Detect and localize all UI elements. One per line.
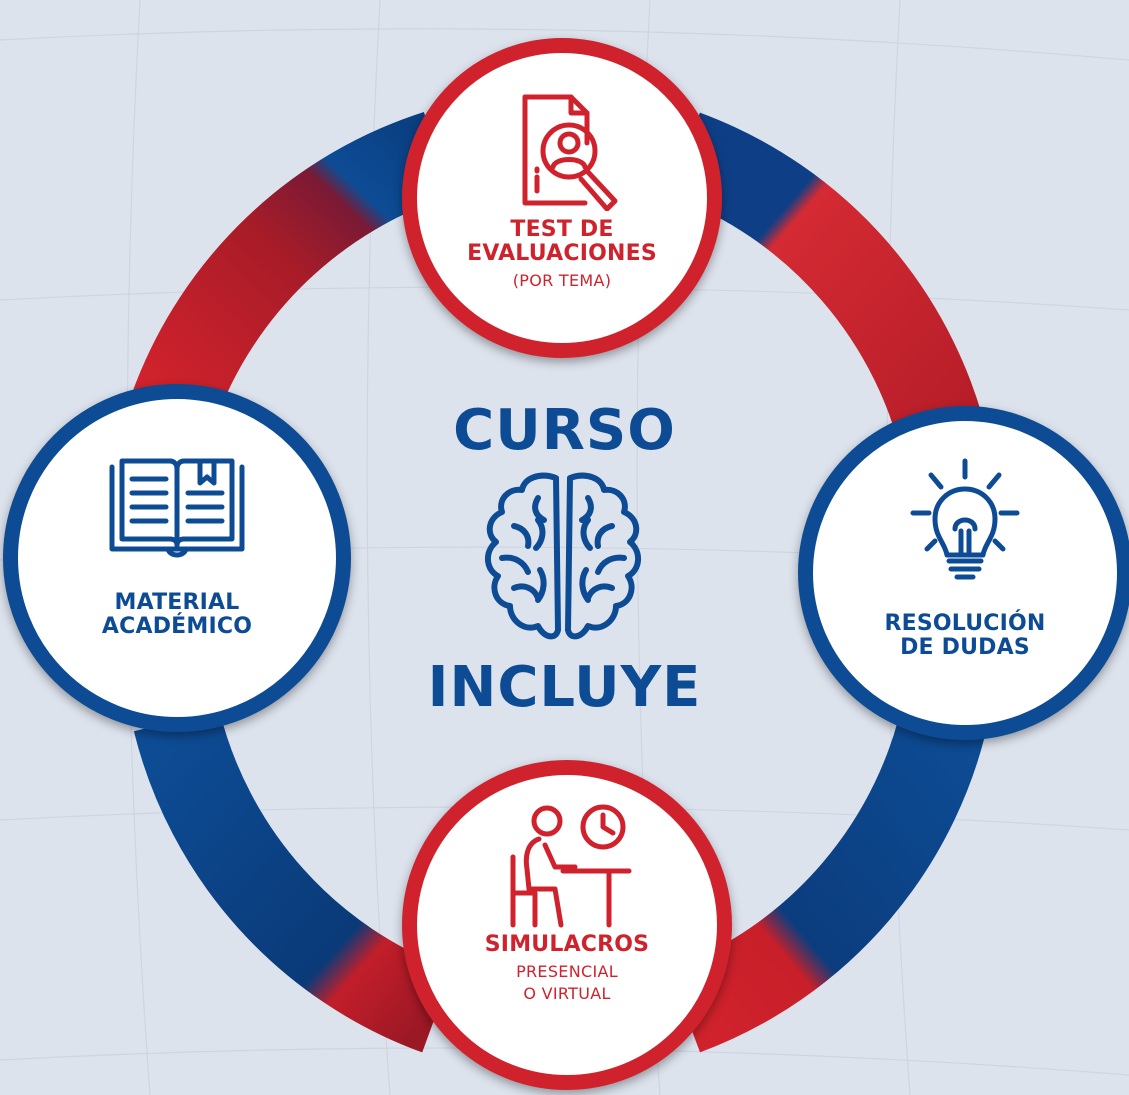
node-top-title-line2: EVALUACIONES [467,241,657,266]
brain-icon [485,472,641,640]
student-desk-clock-icon [510,804,632,928]
document-search-icon [522,94,618,211]
node-bottom-subtitle-line1: PRESENCIAL [516,962,618,981]
node-test-evaluaciones: TEST DE EVALUACIONES (POR TEMA) [402,38,722,358]
node-simulacros: SIMULACROS PRESENCIAL O VIRTUAL [402,760,732,1090]
node-material-academico: MATERIAL ACADÉMICO [3,384,351,732]
node-resolucion-dudas: RESOLUCIÓN DE DUDAS [798,406,1129,740]
node-bottom-subtitle-line2: O VIRTUAL [523,984,611,1003]
node-bottom-title: SIMULACROS [484,932,650,957]
node-right-title-line2: DE DUDAS [900,635,1030,660]
node-left-title-line2: ACADÉMICO [101,614,253,639]
center-title-curso: CURSO [453,398,676,463]
node-top-subtitle: (POR TEMA) [512,271,612,290]
open-book-icon [109,458,245,558]
center-title-incluye: INCLUYE [427,655,702,720]
node-top-title-line1: TEST DE [510,217,614,242]
node-right-title-line1: RESOLUCIÓN [884,611,1046,636]
node-left-title-line1: MATERIAL [114,590,240,615]
lightbulb-icon [910,458,1020,580]
